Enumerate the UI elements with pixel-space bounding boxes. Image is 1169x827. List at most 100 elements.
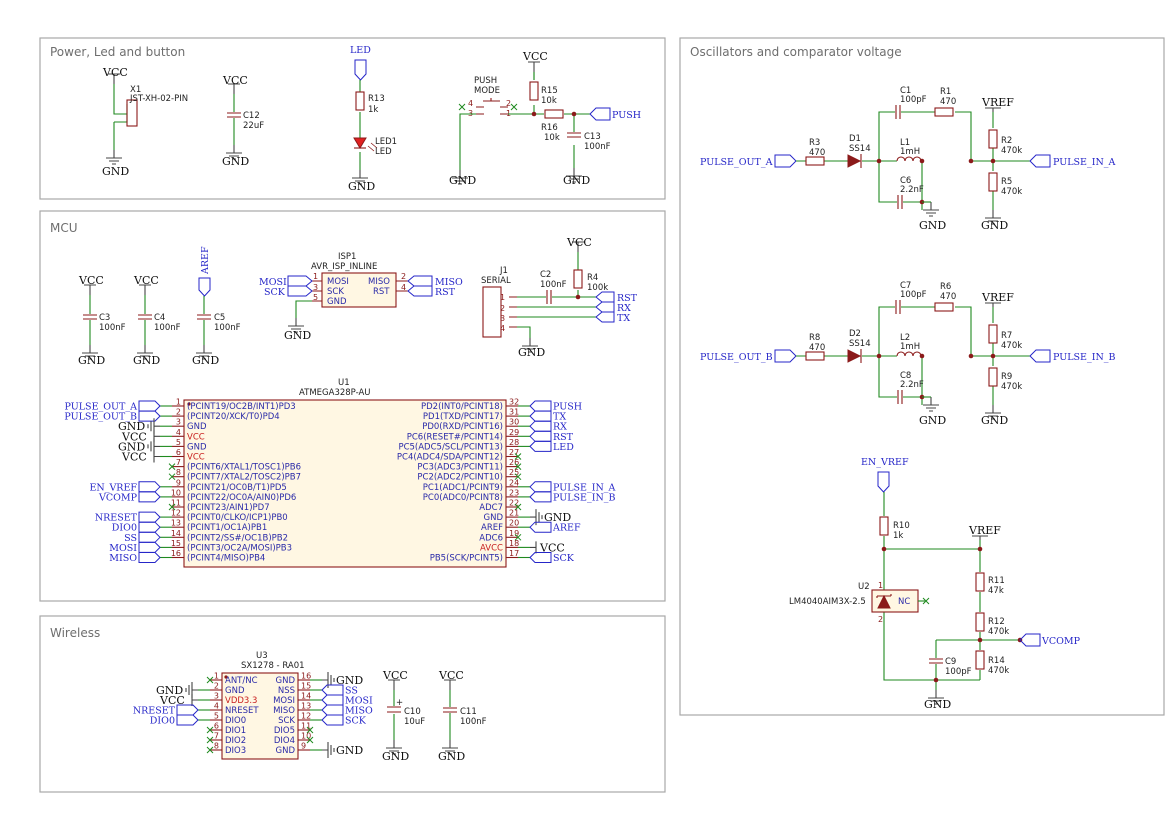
gnd-label: GND xyxy=(518,346,545,359)
pin-name: PC6(RESET#/PCINT14) xyxy=(407,432,503,442)
c7-value: 100pF xyxy=(900,290,927,300)
pin-number: 1 xyxy=(214,672,219,681)
r16-value: 10k xyxy=(544,133,560,143)
net-label-tag: PULSE_OUT_A xyxy=(65,400,161,413)
r4-value: 100k xyxy=(587,283,608,293)
net-label: MISO xyxy=(109,553,137,564)
c12-value: 22uF xyxy=(243,121,264,131)
l2-value: 1mH xyxy=(900,342,920,352)
c6-value: 2.2nF xyxy=(900,185,924,195)
c2-ref: C2 xyxy=(540,270,551,280)
pin-number: 23 xyxy=(509,488,519,497)
gnd-label: GND xyxy=(336,744,363,757)
vcc-label: VCC xyxy=(382,669,408,682)
c12-ref: C12 xyxy=(243,111,260,121)
pin-name: (PCINT7/XTAL2/TOSC2)PB7 xyxy=(187,473,301,483)
frame-title-mcu: MCU xyxy=(50,221,78,235)
pin-name: AREF xyxy=(481,523,503,533)
vref-label: VREF xyxy=(968,524,1001,537)
led1-value: LED xyxy=(375,147,392,157)
r5-value: 470k xyxy=(1001,187,1022,197)
sck-net-label: SCK xyxy=(264,287,286,298)
pulse-in-a-net-label: PULSE_IN_A xyxy=(1053,157,1116,168)
pin-name: DIO3 xyxy=(225,746,246,756)
rst-net-label: RST xyxy=(435,287,456,298)
net-label: SS xyxy=(345,686,358,697)
vcc-label: VCC xyxy=(133,274,159,287)
pin-name: PC0(ADC0/PCINT8) xyxy=(423,493,503,503)
pin-label: 2 xyxy=(506,99,511,108)
pin-number: 18 xyxy=(509,539,519,548)
pulse-out-a-net-label: PULSE_OUT_A xyxy=(700,157,773,168)
net-label-tag: SCK xyxy=(529,552,575,564)
pin-number: 3 xyxy=(176,418,181,427)
gnd-label: GND xyxy=(284,329,311,342)
u1-ref: U1 xyxy=(338,378,350,388)
pin-name: DIO5 xyxy=(274,726,295,736)
l1-ref: L1 xyxy=(900,138,910,148)
pin-name: MISO xyxy=(273,706,295,716)
c11-value: 100nF xyxy=(460,717,487,727)
pin-name: PD1(TXD/PCINT17) xyxy=(423,412,503,422)
gnd-label: GND xyxy=(563,174,590,187)
net-label-tag: LED xyxy=(529,440,574,453)
wireless-caps: VCC + C10 10uF GND VCC C11 100nF GND xyxy=(382,669,487,763)
pin-number: 9 xyxy=(301,742,306,751)
vcc-label: VCC xyxy=(102,66,128,79)
u1-right-pins: 32PD2(INT0/PCINT18)PUSH31PD1(TXD/PCINT17… xyxy=(397,398,616,565)
isp-pin-rst: RST xyxy=(373,287,390,297)
pin-number: 9 xyxy=(176,478,181,487)
pin-number: 27 xyxy=(509,448,519,457)
c13-value: 100nF xyxy=(584,142,611,152)
c8-ref: C8 xyxy=(900,371,911,381)
net-label-tag: PULSE_OUT_B xyxy=(64,410,161,423)
net-label-tag: GND xyxy=(321,741,363,759)
r3-ref: R3 xyxy=(809,138,820,148)
pin-name: (PCINT2/SS#/OC1B)PB2 xyxy=(187,533,288,543)
r3-value: 470 xyxy=(809,148,825,158)
pin-name: (PCINT23/AIN1)PD7 xyxy=(187,503,270,513)
u2-value: LM4040AIM3X-2.5 xyxy=(789,597,866,607)
r9-ref: R9 xyxy=(1001,372,1012,382)
gnd-label: GND xyxy=(102,165,129,178)
net-label: DIO0 xyxy=(112,523,137,534)
pin-number: 20 xyxy=(509,519,519,528)
pin-number: 30 xyxy=(509,418,519,427)
r15-ref: R15 xyxy=(541,86,558,96)
pin-label: 4 xyxy=(401,283,406,292)
pin-name: GND xyxy=(187,422,207,432)
net-label-tag: PULSE_IN_A xyxy=(529,481,616,493)
pin-name: (PCINT4/MISO)PB4 xyxy=(187,554,265,564)
pin-number: 12 xyxy=(171,509,181,518)
c13-ref: C13 xyxy=(584,132,601,142)
r2-value: 470k xyxy=(1001,146,1022,156)
pin-name: MOSI xyxy=(273,696,295,706)
pin-number: 7 xyxy=(176,458,181,467)
frame-power: Power, Led and button xyxy=(39,37,666,200)
pin-number: 2 xyxy=(214,682,219,691)
c11-ref: C11 xyxy=(460,707,477,717)
net-label-tag: GND xyxy=(118,417,161,435)
gnd-label: GND xyxy=(449,174,476,187)
c3-value: 100nF xyxy=(99,323,126,333)
connector-x1: VCC X1 JST-XH-02-PIN GND xyxy=(102,66,188,178)
net-label-tag: RX xyxy=(529,420,567,433)
r7-value: 470k xyxy=(1001,341,1022,351)
pin-number: 13 xyxy=(171,519,181,528)
pin-number: 32 xyxy=(509,398,519,407)
net-label: MISO xyxy=(345,706,373,717)
c5-ref: C5 xyxy=(214,313,225,323)
frame-mcu: MCU xyxy=(39,210,666,602)
vcomp-net-label: VCOMP xyxy=(1041,636,1081,647)
